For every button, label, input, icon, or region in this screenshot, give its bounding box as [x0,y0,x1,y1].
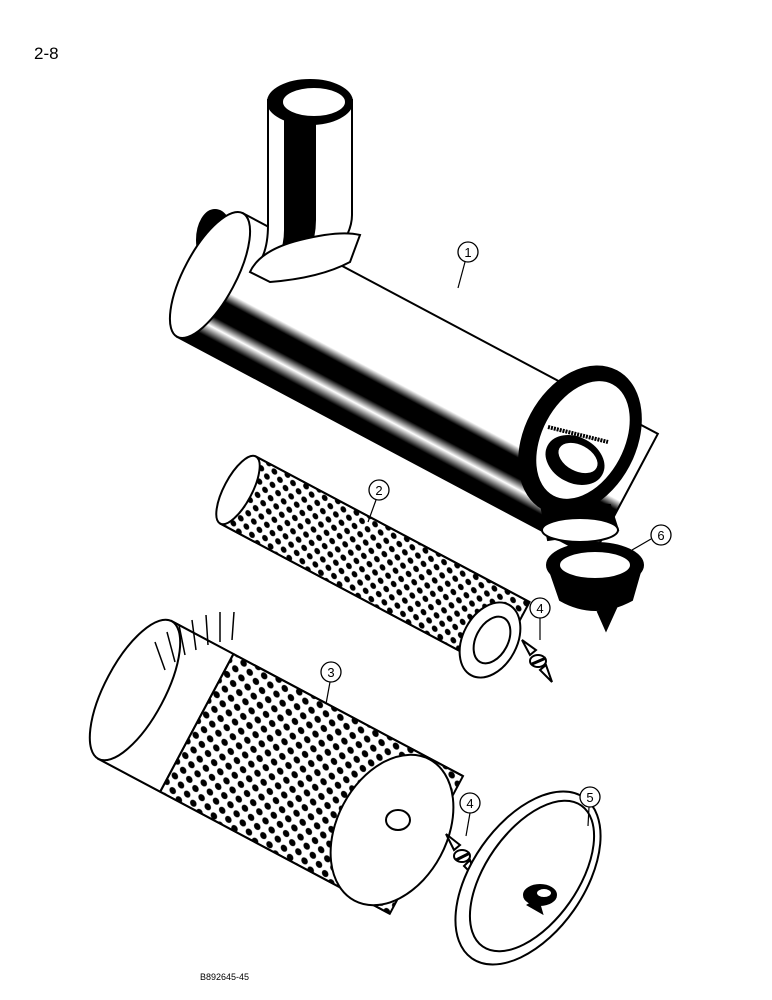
callout-5: 5 [579,786,601,827]
callout-label-5: 5 [586,790,593,805]
air-cleaner-housing [168,79,660,559]
callout-2: 2 [367,479,390,523]
callout-label-6: 6 [657,528,664,543]
callout-1: 1 [457,241,479,289]
dust-valve [546,542,644,633]
figure-code: B892645-45 [200,972,250,982]
page-number: 2-8 [34,44,59,63]
callout-label-4-lower: 4 [466,796,473,811]
callout-4-lower: 4 [459,792,481,837]
callout-3: 3 [320,661,342,705]
air-cleaner-cover [454,790,602,966]
callout-label-2: 2 [375,483,382,498]
wing-nut-upper [521,639,553,683]
callout-label-1: 1 [464,245,471,260]
callout-label-4-upper: 4 [536,601,543,616]
inner-filter-element [215,454,531,679]
primary-filter-element [88,611,465,916]
callout-4-upper: 4 [529,597,551,640]
callout-label-3: 3 [327,665,334,680]
callout-6: 6 [631,524,672,551]
